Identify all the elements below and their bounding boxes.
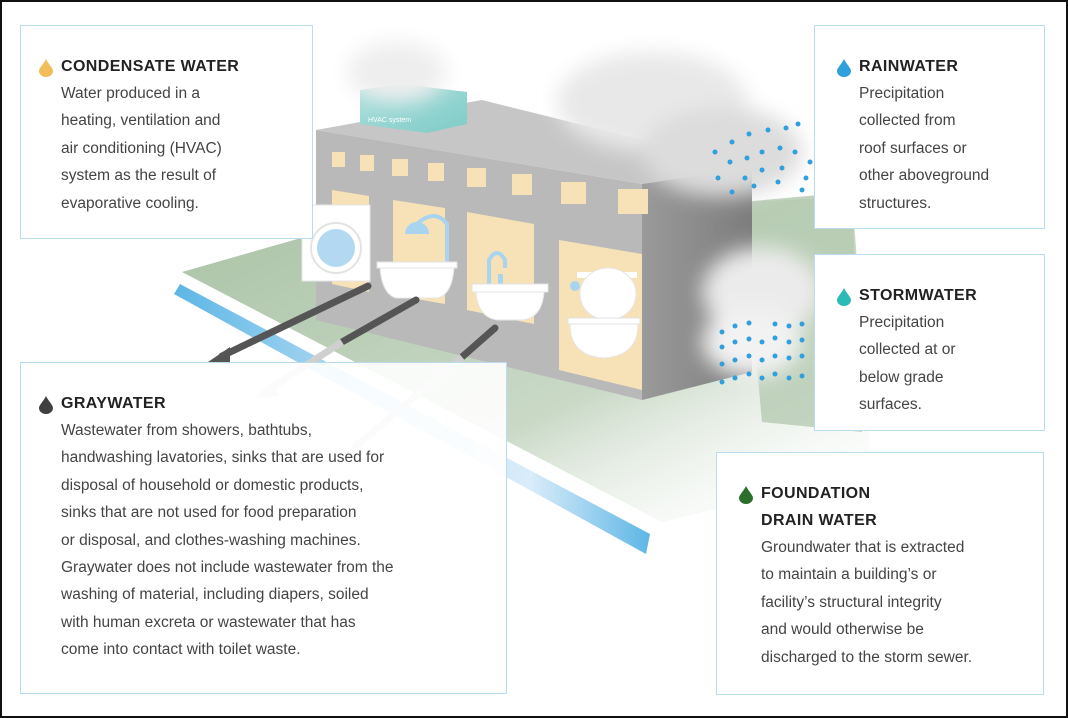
bathtub-icon — [376, 214, 458, 299]
graywater-description: Wastewater from showers, bathtubs, handw… — [61, 422, 394, 659]
foundation-drop-icon — [739, 486, 753, 504]
stormwater-title: STORMWATER — [859, 287, 978, 304]
condensate-description: Water produced in a heating, ventilation… — [61, 85, 222, 212]
stormwater-description: Precipitation collected at or below grad… — [859, 314, 956, 414]
condensate-drop-icon — [39, 59, 53, 77]
rainwater-card: RAINWATER Precipitation collected from r… — [814, 25, 1045, 229]
graywater-card: GRAYWATER Wastewater from showers, batht… — [20, 362, 507, 694]
graywater-title: GRAYWATER — [61, 395, 166, 412]
stormwater-drop-icon — [837, 288, 851, 306]
foundation-description: Groundwater that is extracted to maintai… — [761, 539, 973, 666]
rainwater-description: Precipitation collected from roof surfac… — [859, 85, 990, 212]
upper-windows — [332, 152, 648, 214]
rainwater-title: RAINWATER — [859, 58, 959, 75]
toilet-icon — [567, 267, 641, 359]
rainwater-drop-icon — [837, 59, 851, 77]
foundation-title: FOUNDATION DRAIN WATER — [761, 485, 878, 529]
svg-text:HVAC system: HVAC system — [368, 117, 411, 124]
graywater-drop-icon — [39, 396, 53, 414]
storm-drops — [719, 320, 805, 385]
washing-machine-icon — [301, 204, 371, 282]
stormwater-card: STORMWATER Precipitation collected at or… — [814, 254, 1045, 431]
rain-drops — [712, 121, 813, 195]
condensate-title: CONDENSATE WATER — [61, 58, 240, 75]
sink-icon — [471, 251, 549, 321]
condensate-water-card: CONDENSATE WATER Water produced in a hea… — [20, 25, 313, 239]
foundation-drain-water-card: FOUNDATION DRAIN WATER Groundwater that … — [716, 452, 1044, 695]
